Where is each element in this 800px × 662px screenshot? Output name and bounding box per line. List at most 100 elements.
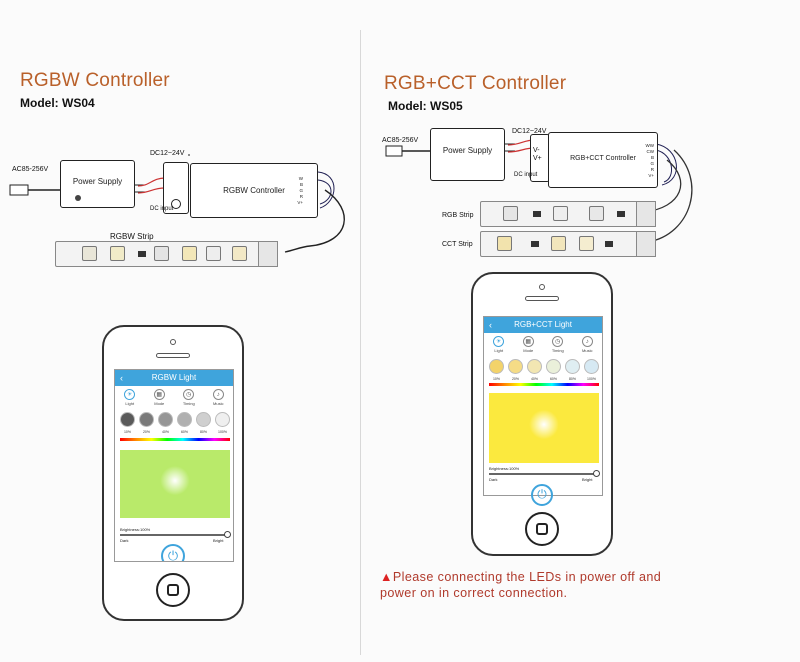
preset-swatch-6[interactable] (584, 359, 599, 374)
resistor-icon (617, 211, 625, 217)
preset-swatch-2[interactable] (508, 359, 523, 374)
left-app-title: RGBW Light (151, 373, 197, 382)
right-controller-pins: WW CW B G R V+ (646, 143, 655, 179)
preset-percent: 60% (180, 430, 188, 434)
right-dark: Dark (489, 477, 498, 482)
left-color-bar[interactable] (120, 438, 230, 441)
left-rgbw-strip (55, 241, 265, 267)
slider-thumb[interactable] (224, 531, 231, 538)
preset-percent: 20% (142, 430, 150, 434)
preset-swatch-3[interactable] (158, 412, 173, 427)
tab-mode[interactable]: ▦Mode (514, 334, 544, 354)
right-rgb-strip-label: RGB Strip (442, 212, 474, 219)
pin-b: B (650, 155, 654, 160)
left-title: RGBW Controller (20, 70, 170, 91)
resistor-icon (533, 211, 541, 217)
music-icon: ♪ (581, 336, 593, 347)
preset-swatch-3[interactable] (527, 359, 542, 374)
left-strip-label: RGBW Strip (110, 232, 154, 241)
mode-icon: ▦ (522, 336, 534, 347)
led-icon (154, 246, 169, 261)
preset-percent: 10% (123, 430, 131, 434)
preset-swatch-4[interactable] (546, 359, 561, 374)
preset-swatch-6[interactable] (215, 412, 230, 427)
right-section: RGB+CCT Controller Model: WS05 AC85-256V… (362, 0, 800, 662)
right-color-pad[interactable] (489, 393, 599, 463)
preset-percent: 100% (587, 377, 596, 381)
right-app-tabs: ☀Light ▦Mode ◷Timing ♪Music (484, 334, 602, 354)
tab-light[interactable]: ☀Light (484, 334, 514, 354)
mode-icon: ▦ (153, 389, 165, 400)
left-color-pad[interactable] (120, 450, 230, 518)
pin-g: G (650, 161, 654, 166)
right-dc-input: DC input (514, 172, 538, 178)
back-icon[interactable]: ‹ (120, 373, 123, 383)
resistor-icon (531, 241, 539, 247)
warning-line-1: Please connecting the LEDs in power off … (392, 570, 662, 584)
speaker-icon (525, 296, 559, 301)
left-dark: Dark (120, 538, 129, 543)
left-dc-label: DC12~24V (150, 150, 185, 157)
pin-vplus: V+ (297, 200, 303, 205)
led-icon (589, 206, 604, 221)
right-power-supply-label: Power Supply (442, 146, 493, 155)
left-brightness: Brightness:100% (120, 527, 151, 532)
camera-icon (170, 339, 176, 345)
right-phone: ‹ RGB+CCT Light ☀Light ▦Mode ◷Timing ♪Mu… (471, 272, 613, 556)
tab-music[interactable]: ♪Music (204, 387, 234, 407)
preset-percent: 40% (530, 377, 538, 381)
left-ac-label: AC85-256V (12, 166, 49, 173)
clock-icon: ◷ (552, 336, 564, 347)
left-brightness-slider[interactable] (120, 531, 231, 538)
home-square-icon (536, 523, 548, 535)
left-power-supply: Power Supply (60, 160, 135, 208)
preset-percent: 100% (218, 430, 227, 434)
right-bright: Bright (582, 477, 593, 482)
right-rgb-connector (636, 201, 656, 227)
preset-swatch-1[interactable] (120, 412, 135, 427)
left-dc-jack-icon (171, 199, 181, 209)
left-power-icon[interactable]: ⏻ (161, 544, 185, 561)
preset-swatch-2[interactable] (139, 412, 154, 427)
right-brightness: Brightness:100% (489, 466, 520, 471)
right-brightness-slider[interactable] (489, 470, 600, 477)
tab-mode[interactable]: ▦Mode (145, 387, 175, 407)
left-home-button[interactable] (156, 573, 190, 607)
clock-icon: ◷ (183, 389, 195, 400)
right-home-button[interactable] (525, 512, 559, 546)
led-icon (232, 246, 247, 261)
left-model: Model: WS04 (20, 96, 95, 110)
right-cct-strip (480, 231, 640, 257)
tab-music[interactable]: ♪Music (573, 334, 603, 354)
resistor-icon (605, 241, 613, 247)
pin-ww: WW (645, 143, 655, 148)
left-dc-input: DC input (150, 206, 174, 212)
preset-swatch-5[interactable] (196, 412, 211, 427)
right-preset-percents: 10%20%40%60%80%100% (489, 377, 599, 381)
led-icon (551, 236, 566, 251)
camera-icon (539, 284, 545, 290)
resistor-icon (138, 251, 146, 257)
left-ps-led-icon (75, 195, 81, 201)
pin-w: W (298, 176, 303, 181)
page-fold (360, 30, 361, 655)
led-icon (82, 246, 97, 261)
preset-swatch-4[interactable] (177, 412, 192, 427)
preset-swatch-1[interactable] (489, 359, 504, 374)
left-strip-connector (258, 241, 278, 267)
tab-light[interactable]: ☀Light (115, 387, 145, 407)
left-power-supply-label: Power Supply (72, 177, 123, 186)
led-icon (110, 246, 125, 261)
right-color-bar[interactable] (489, 383, 599, 386)
tab-timing[interactable]: ◷Timing (174, 387, 204, 407)
back-icon[interactable]: ‹ (489, 320, 492, 330)
left-app-screen: ‹ RGBW Light ☀Light ▦Mode ◷Timing ♪Music… (114, 369, 234, 562)
led-icon (503, 206, 518, 221)
preset-swatch-5[interactable] (565, 359, 580, 374)
slider-thumb[interactable] (593, 470, 600, 477)
led-icon (206, 246, 221, 261)
right-power-icon[interactable]: ⏻ (531, 484, 553, 506)
led-icon (182, 246, 197, 261)
tab-timing[interactable]: ◷Timing (543, 334, 573, 354)
